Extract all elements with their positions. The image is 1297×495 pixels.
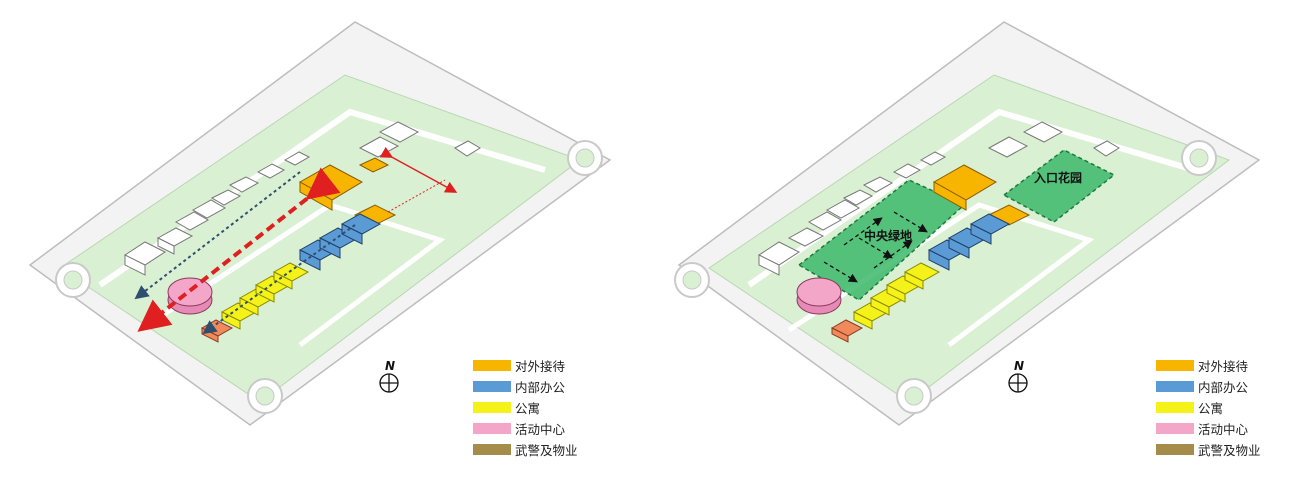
roundabout-right	[567, 140, 603, 176]
roundabout-left	[674, 262, 710, 298]
legend-item: 对外接待	[473, 355, 578, 376]
legend-item: 内部办公	[473, 376, 578, 397]
activity-center	[796, 277, 842, 315]
entrance-axis-red	[379, 146, 458, 193]
site-plan-right: 中央绿地 入口花园 N 对外接待 内部办公 公寓 活动中心 武警及物业	[649, 0, 1297, 495]
legend-item: 对外接待	[1156, 355, 1261, 376]
axis-blue-upper	[134, 171, 301, 300]
entrance-garden-label: 入口花园	[1034, 170, 1082, 185]
roundabout-bottom	[247, 378, 283, 414]
legend-item: 武警及物业	[1156, 439, 1261, 460]
entrance-axis-red-dotted	[387, 179, 446, 213]
legend-swatch	[1156, 402, 1194, 413]
legend-label: 对外接待	[515, 359, 566, 374]
legend-label: 活动中心	[515, 422, 566, 437]
legend-left: 对外接待 内部办公 公寓 活动中心 武警及物业	[473, 355, 578, 460]
legend-swatch	[473, 402, 511, 413]
central-green-label: 中央绿地	[864, 228, 912, 243]
site-plan-left: N 对外接待 内部办公 公寓 活动中心 武警及物业	[0, 0, 648, 495]
legend-label: 公寓	[515, 401, 541, 416]
legend-swatch	[1156, 444, 1194, 455]
north-label: N	[1014, 359, 1024, 373]
legend-label: 内部办公	[515, 380, 566, 395]
service-building	[830, 319, 864, 343]
roundabout-left	[55, 262, 91, 298]
apartment-buildings	[852, 262, 941, 330]
legend-swatch	[473, 381, 511, 392]
site-plan-right-drawing: 中央绿地 入口花园 N	[674, 21, 1261, 426]
office-buildings	[927, 213, 1011, 271]
north-compass-icon: N	[379, 359, 399, 393]
site-plan-left-drawing: N	[28, 21, 612, 426]
north-label: N	[385, 359, 395, 373]
reception-buildings	[932, 164, 1031, 226]
axis-blue-lower	[202, 224, 356, 335]
legend-item: 公寓	[473, 397, 578, 418]
legend-label: 武警及物业	[1198, 443, 1261, 458]
north-compass-icon: N	[1008, 359, 1028, 393]
legend-swatch	[1156, 423, 1194, 434]
legend-item: 内部办公	[1156, 376, 1261, 397]
legend-swatch	[1156, 381, 1194, 392]
legend-item: 武警及物业	[473, 439, 578, 460]
legend-item: 公寓	[1156, 397, 1261, 418]
inner-road	[747, 108, 1195, 288]
main-axis-red	[137, 167, 341, 332]
white-buildings	[757, 121, 1120, 276]
legend-swatch	[473, 423, 511, 434]
activity-center	[167, 277, 213, 315]
legend-label: 武警及物业	[515, 443, 578, 458]
roundabout-right	[1181, 140, 1217, 176]
legend-label: 内部办公	[1198, 380, 1249, 395]
legend-label: 对外接待	[1198, 359, 1249, 374]
legend-label: 公寓	[1198, 401, 1224, 416]
legend-item: 活动中心	[473, 418, 578, 439]
legend-item: 活动中心	[1156, 418, 1261, 439]
roundabout-bottom	[896, 378, 932, 414]
legend-swatch	[1156, 360, 1194, 371]
legend-swatch	[473, 444, 511, 455]
green-flow-arrows	[823, 211, 928, 283]
legend-swatch	[473, 360, 511, 371]
legend-right: 对外接待 内部办公 公寓 活动中心 武警及物业	[1156, 355, 1261, 460]
legend-label: 活动中心	[1198, 422, 1249, 437]
entrance-garden-zone	[1002, 149, 1116, 223]
